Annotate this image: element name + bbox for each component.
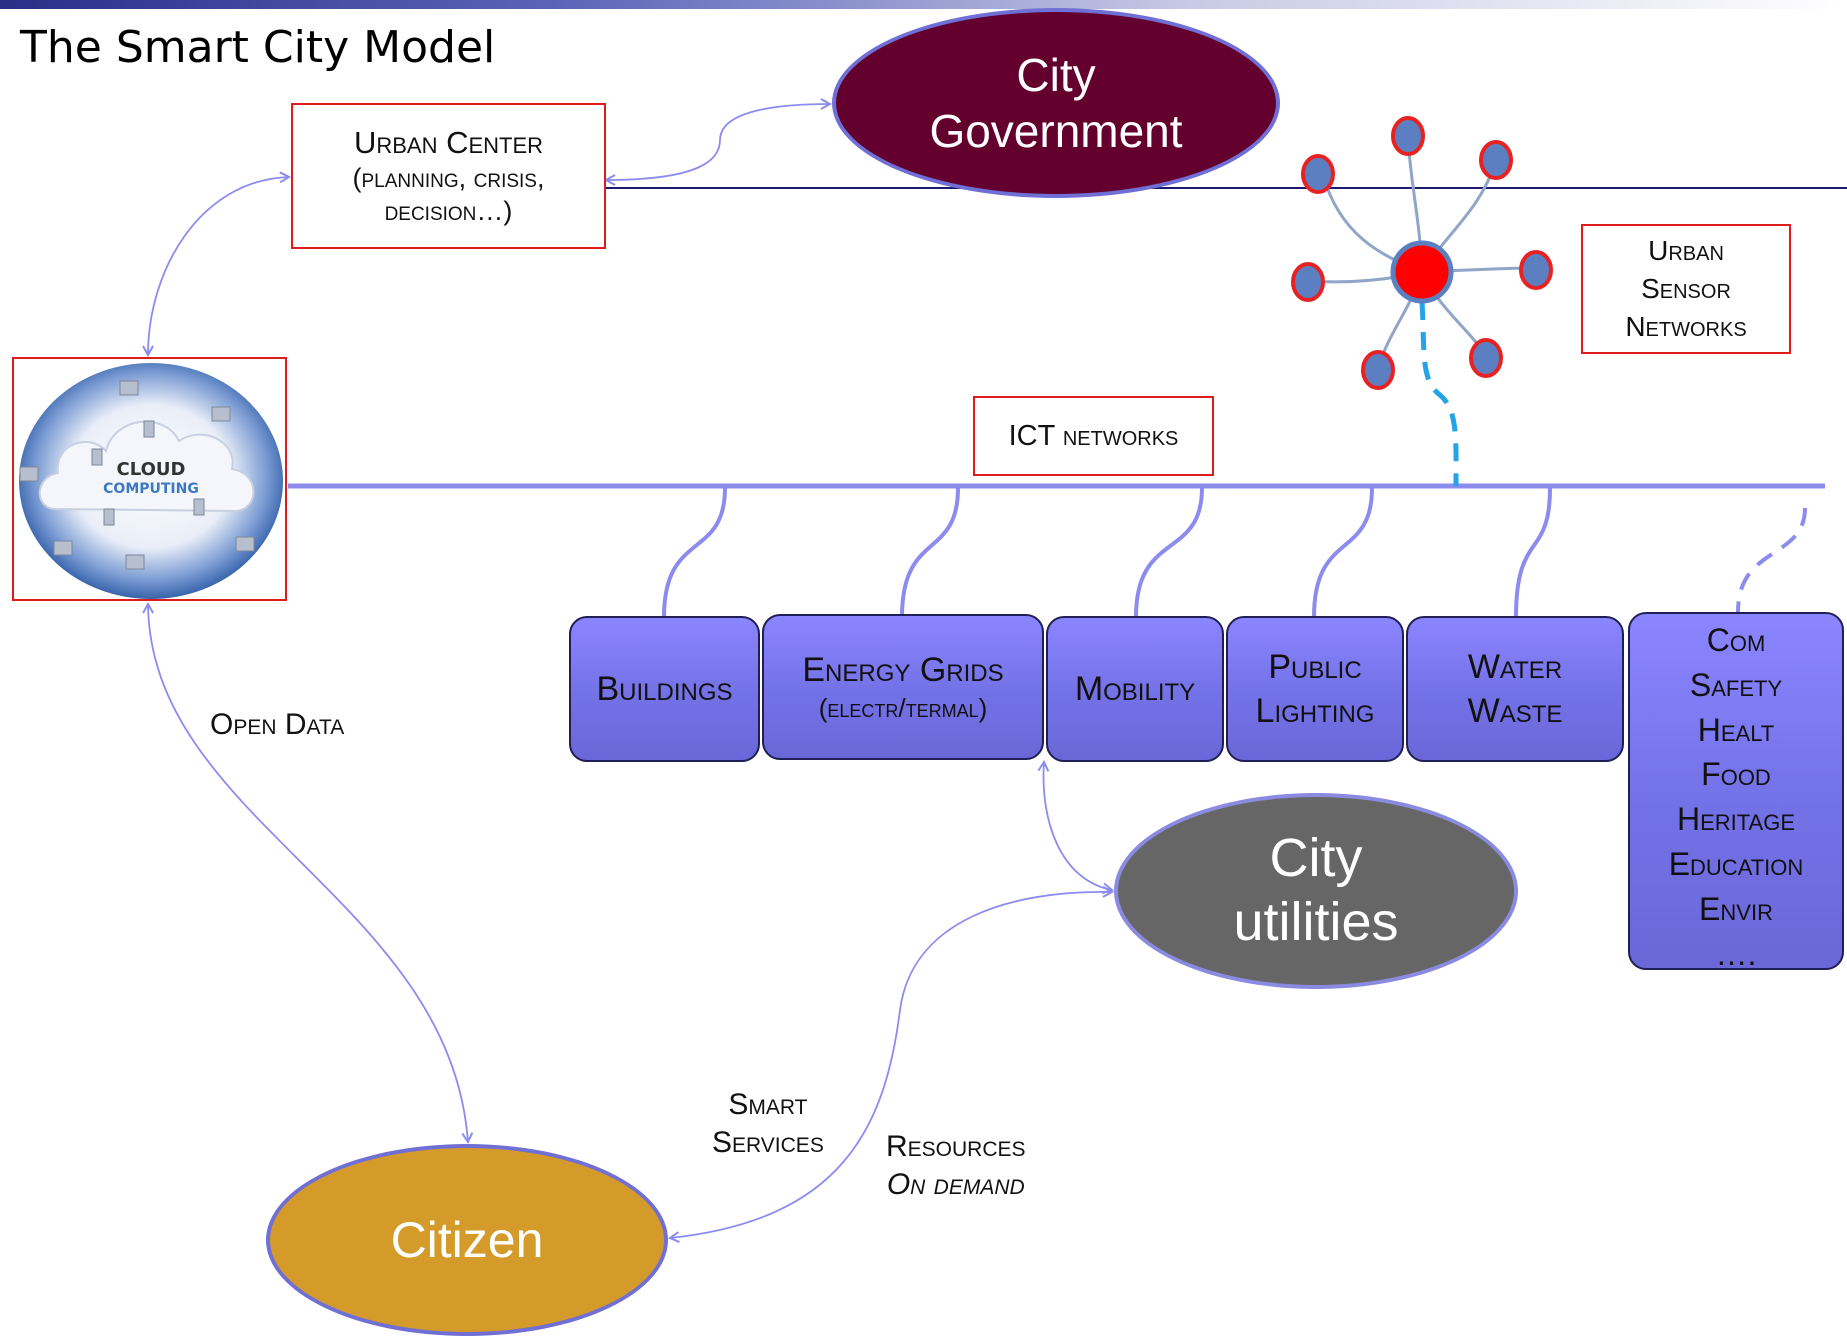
sector-other-line-1: Com bbox=[1706, 622, 1766, 658]
drop-lighting bbox=[1312, 487, 1374, 618]
citizen-node: Citizen bbox=[266, 1144, 668, 1336]
urban-center-title: Urban Center bbox=[353, 125, 544, 161]
resources-line-1: Resources bbox=[886, 1130, 1026, 1163]
cloud-computing-node: CLOUD COMPUTING bbox=[12, 357, 287, 601]
sensor-line-1: Urban bbox=[1648, 235, 1724, 267]
sector-lighting-line-2: Lighting bbox=[1255, 692, 1375, 730]
urban-center-sub-2: decision…) bbox=[384, 195, 513, 226]
sector-lighting-line-1: Public bbox=[1268, 647, 1362, 686]
ict-networks-box: ICT networks bbox=[973, 396, 1214, 476]
cloud-label-2: COMPUTING bbox=[103, 481, 199, 497]
sector-other-line-8: …. bbox=[1715, 935, 1757, 972]
sector-mobility: Mobility bbox=[1046, 616, 1224, 762]
urban-center-box: Urban Center (planning, crisis, decision… bbox=[291, 103, 606, 249]
urban-sensor-networks-box: Urban Sensor Networks bbox=[1581, 224, 1791, 354]
drop-mobility bbox=[1134, 487, 1204, 618]
open-data-label: Open Data bbox=[210, 708, 345, 741]
utilities-line-2: utilities bbox=[1233, 892, 1399, 952]
sector-buildings-label: Buildings bbox=[596, 669, 733, 708]
drop-water bbox=[1514, 487, 1552, 618]
sector-other-line-7: Envir bbox=[1699, 890, 1773, 927]
sector-energy-sub: (electr/termal) bbox=[818, 693, 988, 724]
link-urban-government bbox=[606, 104, 830, 180]
cloud-computing-icon: CLOUD COMPUTING bbox=[19, 363, 283, 599]
city-government-node: City Government bbox=[832, 8, 1280, 198]
city-utilities-node: City utilities bbox=[1114, 793, 1518, 989]
cloud-label-1: CLOUD bbox=[117, 459, 186, 480]
sector-mobility-label: Mobility bbox=[1074, 669, 1196, 708]
government-line-2: Government bbox=[929, 105, 1183, 157]
sector-energy-grids: Energy Grids (electr/termal) bbox=[762, 614, 1044, 760]
sector-water-waste: Water Waste bbox=[1406, 616, 1624, 762]
sector-other-line-4: Food bbox=[1701, 756, 1771, 793]
sector-water-line-1: Water bbox=[1467, 647, 1563, 686]
drop-buildings bbox=[662, 487, 727, 618]
utilities-line-1: City bbox=[1269, 828, 1363, 889]
link-citizen-utilities bbox=[670, 892, 1112, 1238]
urban-center-sub-1: (planning, crisis, bbox=[352, 162, 545, 193]
resources-line-2: On demand bbox=[886, 1167, 1025, 1201]
top-accent-bar bbox=[0, 0, 1847, 9]
sensor-dashed-link bbox=[1419, 301, 1459, 487]
sector-other-services: Com Safety Healt Food Heritage Education… bbox=[1628, 612, 1844, 972]
sector-other-line-6: Education bbox=[1668, 845, 1804, 882]
sector-public-lighting: Public Lighting bbox=[1226, 616, 1404, 762]
government-line-1: City bbox=[1016, 48, 1096, 101]
sensor-network-icon bbox=[1291, 116, 1553, 390]
ict-networks-label: ICT networks bbox=[1008, 419, 1179, 452]
sector-other-line-5: Heritage bbox=[1676, 801, 1796, 838]
sector-energy-label: Energy Grids bbox=[802, 651, 1004, 689]
link-urban-cloud bbox=[148, 177, 289, 355]
sector-other-line-2: Safety bbox=[1689, 666, 1783, 703]
smart-services-line-1: Smart bbox=[728, 1088, 808, 1121]
citizen-label: Citizen bbox=[390, 1212, 544, 1268]
smart-services-label: Smart Services bbox=[712, 1086, 824, 1161]
sensor-line-3: Networks bbox=[1625, 310, 1747, 342]
drop-other bbox=[1736, 507, 1807, 613]
link-energy-utilities bbox=[1044, 762, 1112, 890]
sector-buildings: Buildings bbox=[569, 616, 760, 762]
sector-water-line-2: Waste bbox=[1467, 692, 1563, 730]
resources-label: Resources On demand bbox=[886, 1128, 1026, 1203]
sector-other-line-3: Healt bbox=[1697, 711, 1775, 748]
drop-energy bbox=[900, 487, 960, 618]
smart-services-line-2: Services bbox=[712, 1125, 824, 1159]
sensor-line-2: Sensor bbox=[1641, 273, 1731, 305]
page-title: The Smart City Model bbox=[20, 22, 496, 73]
link-cloud-citizen bbox=[148, 604, 468, 1142]
